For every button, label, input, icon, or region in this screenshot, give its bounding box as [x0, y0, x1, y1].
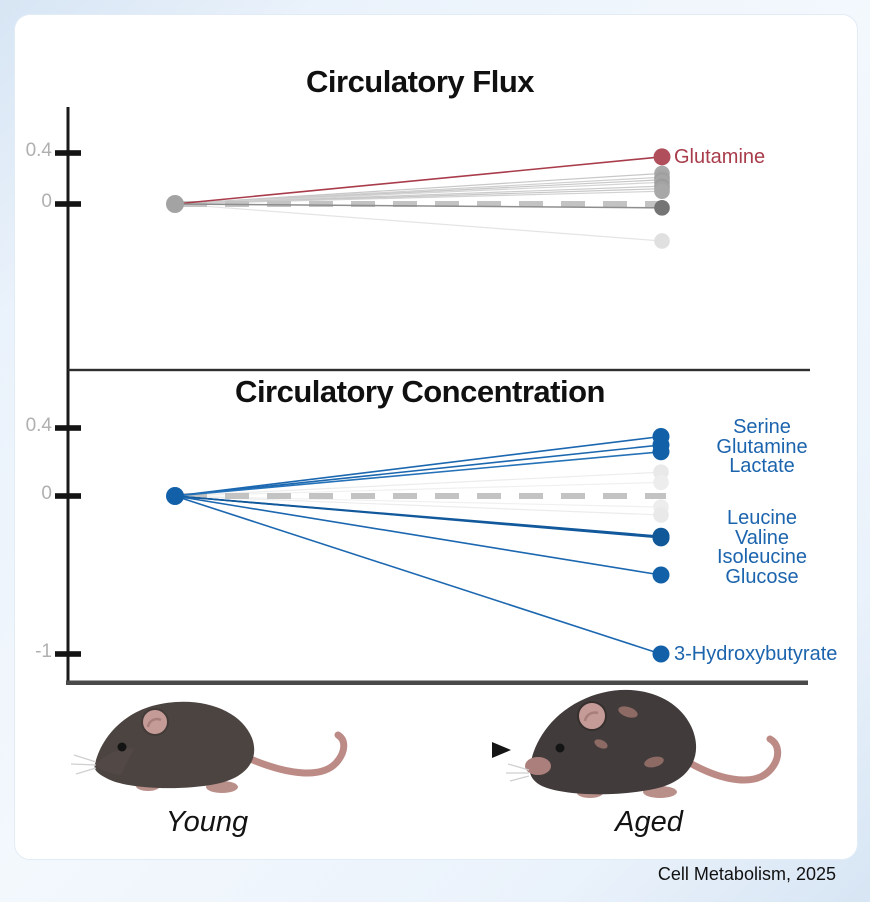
series-line-unlabeled [174, 481, 662, 497]
series-line-unlabeled [174, 495, 662, 508]
series-line-Glutamine [174, 444, 662, 497]
series-line-unlabeled [174, 495, 662, 516]
concentration-y-axis-ticks [55, 425, 81, 657]
metabolite-label-Lactate: Lactate [729, 455, 795, 478]
metabolite-label-Isoleucine: Isoleucine [716, 546, 808, 569]
y-axis-tick [55, 493, 81, 499]
flux-chart-title: Circulatory Flux [306, 64, 535, 99]
series-line-Serine [174, 435, 662, 497]
y-tick-label: 0.4 [25, 140, 52, 161]
flux-origin-point [166, 195, 184, 213]
series-endpoint-unlabeled [654, 183, 670, 200]
series-line-3-Hydroxybutyrate [174, 495, 662, 655]
aged-label: Aged [615, 806, 683, 838]
flux-endpoints [166, 148, 671, 249]
metabolite-label-Valine: Valine [734, 526, 790, 549]
y-axis-tick [55, 425, 81, 431]
concentration-chart-title: Circulatory Concentration [235, 374, 605, 409]
y-tick-label: -1 [35, 641, 52, 662]
concentration-unlabeled-lines [174, 471, 662, 516]
series-line-unlabeled [174, 181, 663, 205]
y-axis-tick [55, 651, 81, 657]
series-line-Isoleucine [174, 495, 662, 539]
flux-y-axis-ticks [55, 150, 81, 207]
y-axis-line [66, 107, 70, 683]
metabolite-label-Serine: Serine [733, 416, 791, 439]
x-axis-line [66, 680, 808, 685]
series-endpoint-Isoleucine [652, 529, 670, 547]
series-line-unlabeled [174, 172, 663, 205]
metabolite-label-Glucose: Glucose [725, 565, 799, 588]
series-line-unlabeled [174, 203, 663, 209]
young-to-aged-arrow [342, 742, 511, 758]
series-line-unlabeled [174, 190, 663, 205]
concentration-endpoints [166, 428, 670, 663]
aged-mouse-illustration [506, 689, 782, 798]
series-endpoint-unlabeled [653, 474, 669, 491]
series-line-Lactate [174, 451, 662, 497]
series-endpoint-unlabeled [654, 233, 670, 249]
series-endpoint-3-Hydroxybutyrate [652, 645, 670, 663]
metabolite-label-Glutamine: Glutamine [674, 145, 766, 168]
citation: Cell Metabolism, 2025 [657, 864, 836, 884]
concentration-origin-point [166, 487, 184, 505]
flux-unlabeled-lines [174, 172, 663, 242]
y-tick-label: 0 [41, 191, 52, 212]
series-line-Glucose [174, 495, 662, 576]
series-endpoint-Glucose [652, 566, 670, 584]
young-label: Young [165, 806, 249, 838]
series-endpoint-unlabeled [654, 200, 670, 216]
young-mouse-illustration [70, 701, 348, 793]
y-axis-tick [55, 201, 81, 207]
concentration-highlighted-lines [174, 435, 662, 655]
metabolite-label-3-Hydroxybutyrate: 3-Hydroxybutyrate [674, 643, 838, 665]
series-line-Glutamine [174, 156, 663, 205]
series-endpoint-Glutamine [653, 148, 671, 166]
metabolite-label-Leucine: Leucine [726, 507, 798, 530]
y-axis-tick [55, 150, 81, 156]
y-tick-label: 0.4 [25, 415, 52, 436]
panel-divider-line [68, 368, 810, 372]
series-endpoint-unlabeled [653, 507, 669, 523]
series-endpoint-Lactate [652, 443, 670, 461]
metabolite-label-Glutamine: Glutamine [716, 435, 808, 458]
y-tick-label: 0 [41, 483, 52, 504]
series-line-unlabeled [174, 471, 662, 497]
series-line-unlabeled [174, 203, 663, 242]
flux-highlighted-lines [174, 156, 663, 209]
